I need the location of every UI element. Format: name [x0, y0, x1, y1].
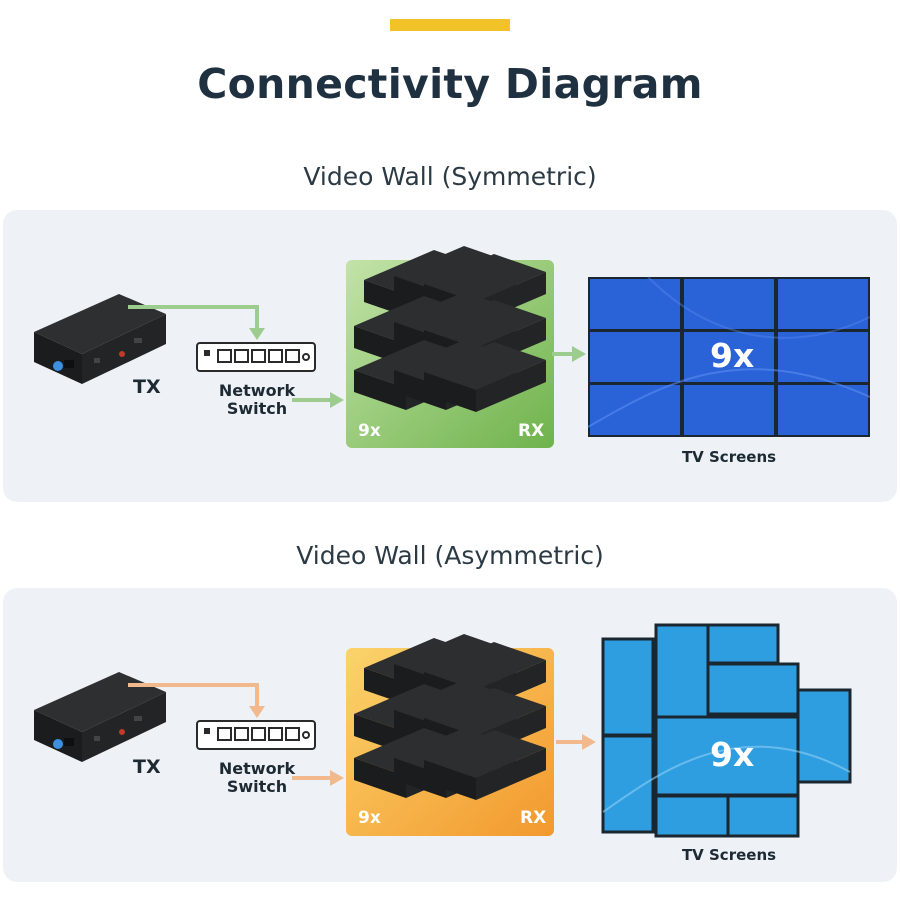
rx-group-asymmetric [346, 634, 554, 836]
page-title: Connectivity Diagram [197, 60, 703, 108]
tv-screens-label: TV Screens [681, 448, 777, 466]
accent-bar [390, 19, 510, 31]
rx-count-label: 9x [358, 808, 381, 828]
switch-label-line1: Network [218, 759, 296, 778]
rx-device-stack [354, 634, 546, 800]
section-title-asymmetric: Video Wall (Asymmetric) [296, 541, 604, 570]
switch-label-line2: Switch [226, 777, 288, 796]
rx-count-label: 9x [358, 421, 381, 441]
tv-screens-label: TV Screens [681, 846, 777, 864]
tx-label: TX [133, 376, 161, 398]
tv-wall-symmetric [587, 276, 871, 437]
screens-count-label: 9x [710, 735, 755, 774]
rx-label: RX [520, 808, 547, 828]
switch-label: Network Switch [202, 760, 312, 796]
network-switch-icon [196, 342, 316, 372]
switch-label-line1: Network [218, 381, 296, 400]
tx-label: TX [133, 756, 161, 778]
switch-label-line2: Switch [226, 399, 288, 418]
network-switch-icon [196, 720, 316, 750]
tv-wall-asymmetric [601, 623, 852, 838]
screens-count-label: 9x [710, 336, 755, 375]
rx-group-symmetric [346, 246, 554, 448]
switch-label: Network Switch [202, 382, 312, 418]
rx-label: RX [518, 421, 545, 441]
rx-device-stack [354, 246, 546, 412]
section-title-symmetric: Video Wall (Symmetric) [303, 162, 597, 191]
